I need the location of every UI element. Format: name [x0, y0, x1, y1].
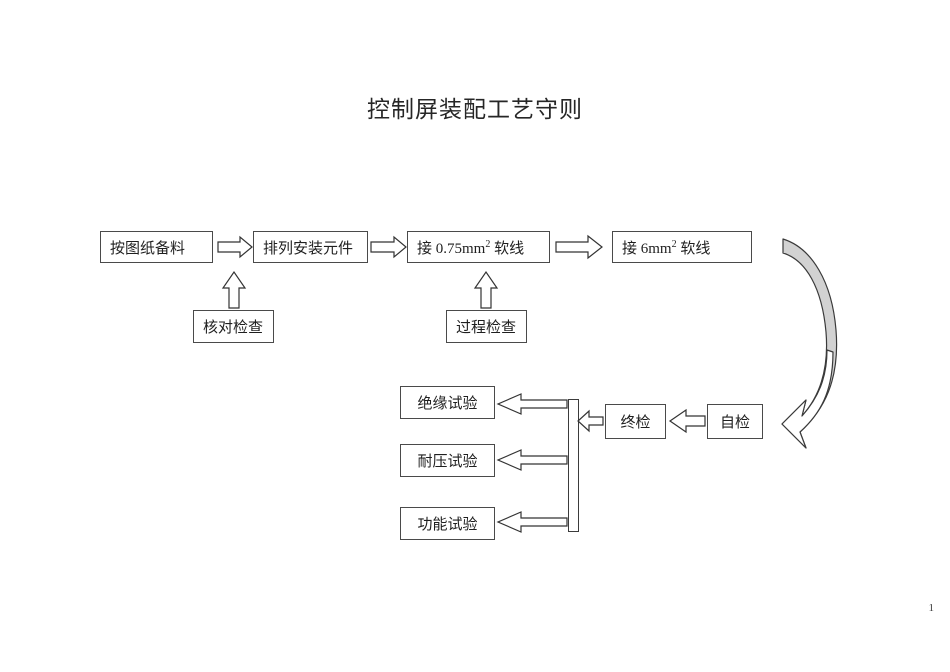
- block-arrow-up-verification: [221, 270, 247, 309]
- block-arrow-right-2: [370, 235, 407, 259]
- flow-node-label: 终检: [620, 415, 651, 431]
- block-arrow-right-1: [217, 235, 253, 259]
- flow-node-verification-check: 核对检查: [193, 310, 274, 343]
- block-arrow-left-to-withstand: [496, 449, 568, 471]
- curved-return-arrow: [781, 238, 838, 449]
- flow-node-label-suffix: 软线: [490, 240, 525, 257]
- block-arrow-left-to-insulation: [496, 393, 568, 415]
- flow-node-connect-075mm: 接 0.75mm2 软线: [407, 231, 550, 263]
- block-arrow-left-to-function: [496, 511, 568, 533]
- fanout-distribution-bar: [568, 399, 579, 532]
- curved-return-arrow-highlight: [781, 349, 834, 449]
- flow-node-label-superscript: 2: [671, 238, 677, 250]
- flow-node-label-suffix: 软线: [676, 240, 711, 257]
- flow-node-insulation-test: 绝缘试验: [400, 386, 495, 419]
- flow-node-withstand-voltage-test: 耐压试验: [400, 444, 495, 477]
- flow-node-label: 核对检查: [203, 320, 264, 336]
- flow-node-label: 耐压试验: [417, 454, 478, 470]
- page-number: 1: [928, 602, 935, 614]
- page-title: 控制屏装配工艺守则: [367, 97, 583, 122]
- flow-node-arrange-components: 排列安装元件: [253, 231, 368, 263]
- flow-node-label: 接 6mm2 软线: [622, 237, 710, 258]
- flow-node-label: 功能试验: [417, 517, 478, 533]
- flow-node-label-prefix: 接 6mm: [622, 240, 672, 257]
- flow-node-label-superscript: 2: [485, 238, 491, 250]
- flow-node-self-check: 自检: [707, 404, 763, 439]
- flow-node-label: 自检: [719, 415, 750, 431]
- block-arrow-right-3: [555, 234, 603, 260]
- flow-node-connect-6mm: 接 6mm2 软线: [612, 231, 752, 263]
- flow-node-process-check: 过程检查: [446, 310, 527, 343]
- flow-node-final-check: 终检: [605, 404, 666, 439]
- flow-node-label-prefix: 接 0.75mm: [417, 240, 486, 257]
- flow-node-function-test: 功能试验: [400, 507, 495, 540]
- flow-node-label: 按图纸备料: [110, 240, 186, 257]
- block-arrow-up-process: [473, 270, 499, 309]
- flow-node-label: 过程检查: [456, 320, 517, 336]
- block-arrow-left-self-to-final: [668, 408, 706, 434]
- flow-node-label: 接 0.75mm2 软线: [417, 237, 524, 258]
- flow-node-label: 排列安装元件: [263, 240, 354, 257]
- block-arrow-left-final-to-bar: [577, 409, 604, 433]
- flow-node-prepare-material: 按图纸备料: [100, 231, 213, 263]
- flow-node-label: 绝缘试验: [417, 396, 478, 412]
